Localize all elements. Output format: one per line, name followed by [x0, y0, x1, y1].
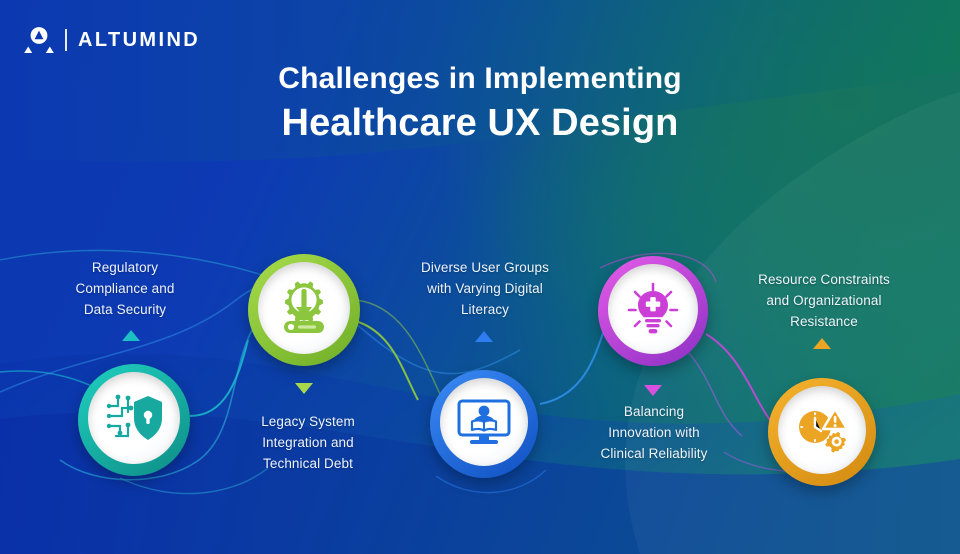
label-line: Regulatory — [91, 260, 159, 275]
node-disc-3 — [440, 378, 528, 466]
node-disc-5 — [778, 386, 866, 474]
label-line: Balancing — [623, 404, 685, 419]
label-line: Compliance and — [75, 280, 175, 296]
label-line: Data Security — [83, 301, 167, 317]
node-balancing-innovation[interactable] — [598, 256, 708, 366]
node-resource-constraints[interactable] — [768, 378, 876, 486]
label-line: Legacy System — [261, 414, 355, 429]
node-legacy-system-integration[interactable] — [248, 254, 360, 366]
label-resource-constraints: Resource Constraints and Organizational … — [734, 270, 914, 333]
monitor-person-reading-icon — [457, 399, 511, 444]
altumind-triangle-logo-icon — [24, 27, 54, 53]
node-diverse-user-groups[interactable] — [430, 370, 538, 478]
marker-triangle-5 — [813, 338, 831, 349]
label-line: Resource Constraints — [758, 272, 890, 287]
label-line: Technical Debt — [263, 455, 353, 471]
node-regulatory-compliance[interactable] — [78, 364, 190, 476]
node-disc-1 — [88, 372, 180, 464]
marker-triangle-4 — [644, 385, 662, 396]
brand-name: ALTUMIND — [78, 29, 201, 51]
clock-warning-gear-icon — [799, 407, 849, 453]
gear-download-progress-icon — [284, 281, 324, 333]
node-disc-4 — [608, 264, 698, 354]
logo-divider — [65, 29, 67, 51]
node-disc-2 — [258, 262, 350, 354]
label-legacy-system-integration: Legacy System Integration and Technical … — [224, 412, 392, 475]
marker-triangle-2 — [295, 383, 313, 394]
label-line: Clinical Reliability — [600, 445, 708, 461]
brand-logo[interactable]: ALTUMIND — [24, 26, 200, 54]
lightbulb-medical-cross-icon — [627, 282, 679, 334]
title-line-1: Challenges in Implementing — [278, 62, 682, 95]
label-line: with Varying Digital — [427, 280, 543, 296]
label-line: and Organizational — [766, 292, 882, 308]
background-wave-top — [0, 0, 960, 162]
label-balancing-innovation: Balancing Innovation with Clinical Relia… — [568, 402, 740, 465]
label-line: Integration and — [262, 434, 354, 450]
label-line: Literacy — [460, 301, 510, 317]
label-diverse-user-groups: Diverse User Groups with Varying Digital… — [396, 258, 574, 321]
label-line: Innovation with — [608, 424, 700, 440]
label-line: Diverse User Groups — [421, 260, 549, 275]
title-line-2: Healthcare UX Design — [281, 101, 679, 144]
label-regulatory-compliance: Regulatory Compliance and Data Security — [44, 258, 206, 321]
page-title: Challenges in Implementing Healthcare UX… — [0, 60, 960, 147]
marker-triangle-3 — [475, 331, 493, 342]
label-line: Resistance — [790, 313, 858, 329]
shield-lock-circuit-icon — [106, 394, 162, 440]
marker-triangle-1 — [122, 330, 140, 341]
